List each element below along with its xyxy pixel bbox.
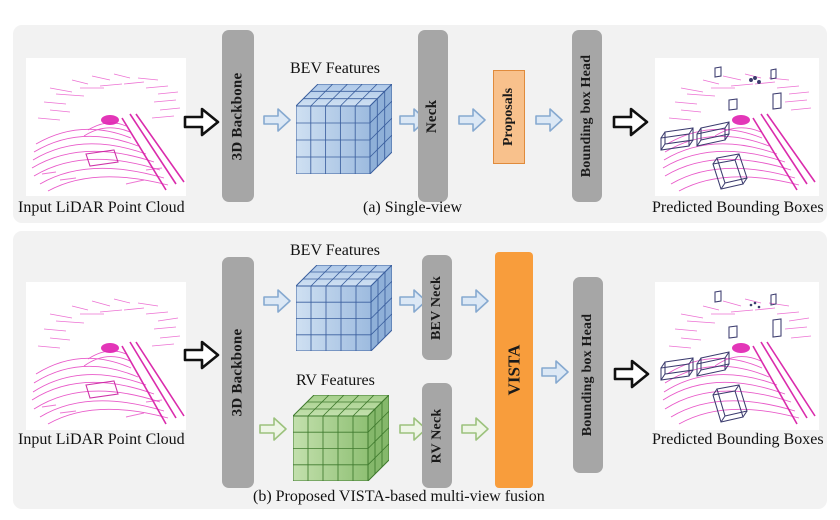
module-neck-a[interactable]: Neck xyxy=(418,30,448,202)
module-bounding-box-head-a[interactable]: Bounding box Head xyxy=(572,30,602,202)
module-3d-backbone-a[interactable]: 3D Backbone xyxy=(222,30,254,202)
arrow-input-to-backbone-b xyxy=(183,338,221,372)
arrow-rvneck-to-vista xyxy=(460,415,490,443)
module-label: VISTA xyxy=(504,344,524,396)
module-rv-neck[interactable]: RV Neck xyxy=(422,383,452,488)
module-label: 3D Backbone xyxy=(229,328,246,417)
arrow-backbone-to-bev-b xyxy=(262,287,292,315)
module-proposals-a[interactable]: Proposals xyxy=(493,70,525,164)
arrow-vista-to-head xyxy=(540,358,570,386)
bev-feature-cube-a xyxy=(296,84,392,174)
arrow-bevneck-to-vista xyxy=(460,287,490,315)
bev-features-label-a: BEV Features xyxy=(290,60,380,77)
input-point-cloud-image xyxy=(26,58,186,196)
arrow-neck-to-proposals-a xyxy=(457,106,487,134)
bev-feature-cube-b xyxy=(296,265,392,351)
arrow-input-to-backbone-a xyxy=(183,105,221,139)
module-label: RV Neck xyxy=(429,408,445,463)
input-point-cloud-image xyxy=(26,282,186,430)
arrow-backbone-to-bev-a xyxy=(262,106,292,134)
output-point-cloud-image xyxy=(655,282,819,430)
rv-features-label: RV Features xyxy=(296,372,375,389)
arrow-bev-to-bevneck-b xyxy=(398,287,428,315)
arrow-head-to-output-b xyxy=(613,357,651,391)
panel-b-caption: (b) Proposed VISTA-based multi-view fusi… xyxy=(253,488,545,505)
input-label-b: Input LiDAR Point Cloud xyxy=(18,431,185,448)
output-point-cloud-image xyxy=(655,58,819,196)
bev-features-label-b: BEV Features xyxy=(290,242,380,259)
output-label-b: Predicted Bounding Boxes xyxy=(652,431,824,448)
module-label: 3D Backbone xyxy=(229,72,246,160)
module-label: Bounding box Head xyxy=(579,54,595,178)
module-bounding-box-head-b[interactable]: Bounding box Head xyxy=(573,277,603,473)
rv-feature-cube xyxy=(293,395,389,481)
module-label: Neck xyxy=(424,99,441,133)
module-label: BEV Neck xyxy=(429,275,444,340)
module-label: Proposals xyxy=(501,87,516,147)
module-label: Bounding box Head xyxy=(580,313,596,437)
arrow-head-to-output-a xyxy=(612,105,650,139)
arrow-rv-to-rvneck xyxy=(398,415,428,443)
module-3d-backbone-b[interactable]: 3D Backbone xyxy=(222,257,254,488)
arrow-backbone-to-rv xyxy=(258,415,288,443)
output-label-a: Predicted Bounding Boxes xyxy=(652,199,824,216)
panel-a-caption: (a) Single-view xyxy=(363,199,463,216)
arrow-proposals-to-head-a xyxy=(534,106,564,134)
module-vista[interactable]: VISTA xyxy=(495,252,533,488)
input-label-a: Input LiDAR Point Cloud xyxy=(18,199,185,216)
module-bev-neck[interactable]: BEV Neck xyxy=(422,255,452,360)
